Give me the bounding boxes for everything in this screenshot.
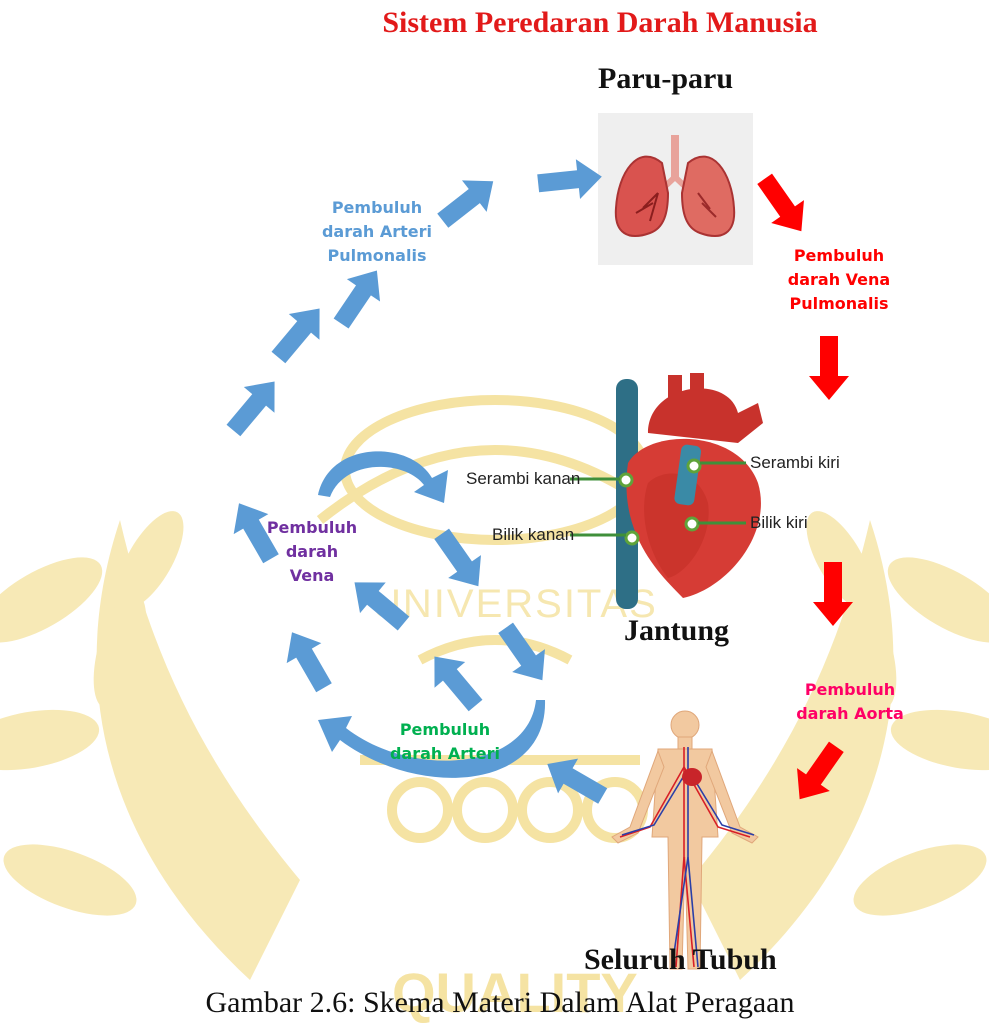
label-aorta: Pembuluh darah Aorta bbox=[786, 678, 914, 726]
label-arteri-pulmonalis: Pembuluh darah Arteri Pulmonalis bbox=[318, 196, 436, 268]
arrow-up-2 bbox=[263, 296, 335, 371]
arrow-up-1 bbox=[218, 369, 290, 444]
label-vena-pulmonalis: Pembuluh darah Vena Pulmonalis bbox=[780, 244, 898, 316]
label-arteri: Pembuluh darah Arteri bbox=[380, 718, 510, 766]
figure-caption: Gambar 2.6: Skema Materi Dalam Alat Pera… bbox=[150, 986, 850, 1020]
label-vena: Pembuluh darah Vena bbox=[264, 516, 360, 588]
